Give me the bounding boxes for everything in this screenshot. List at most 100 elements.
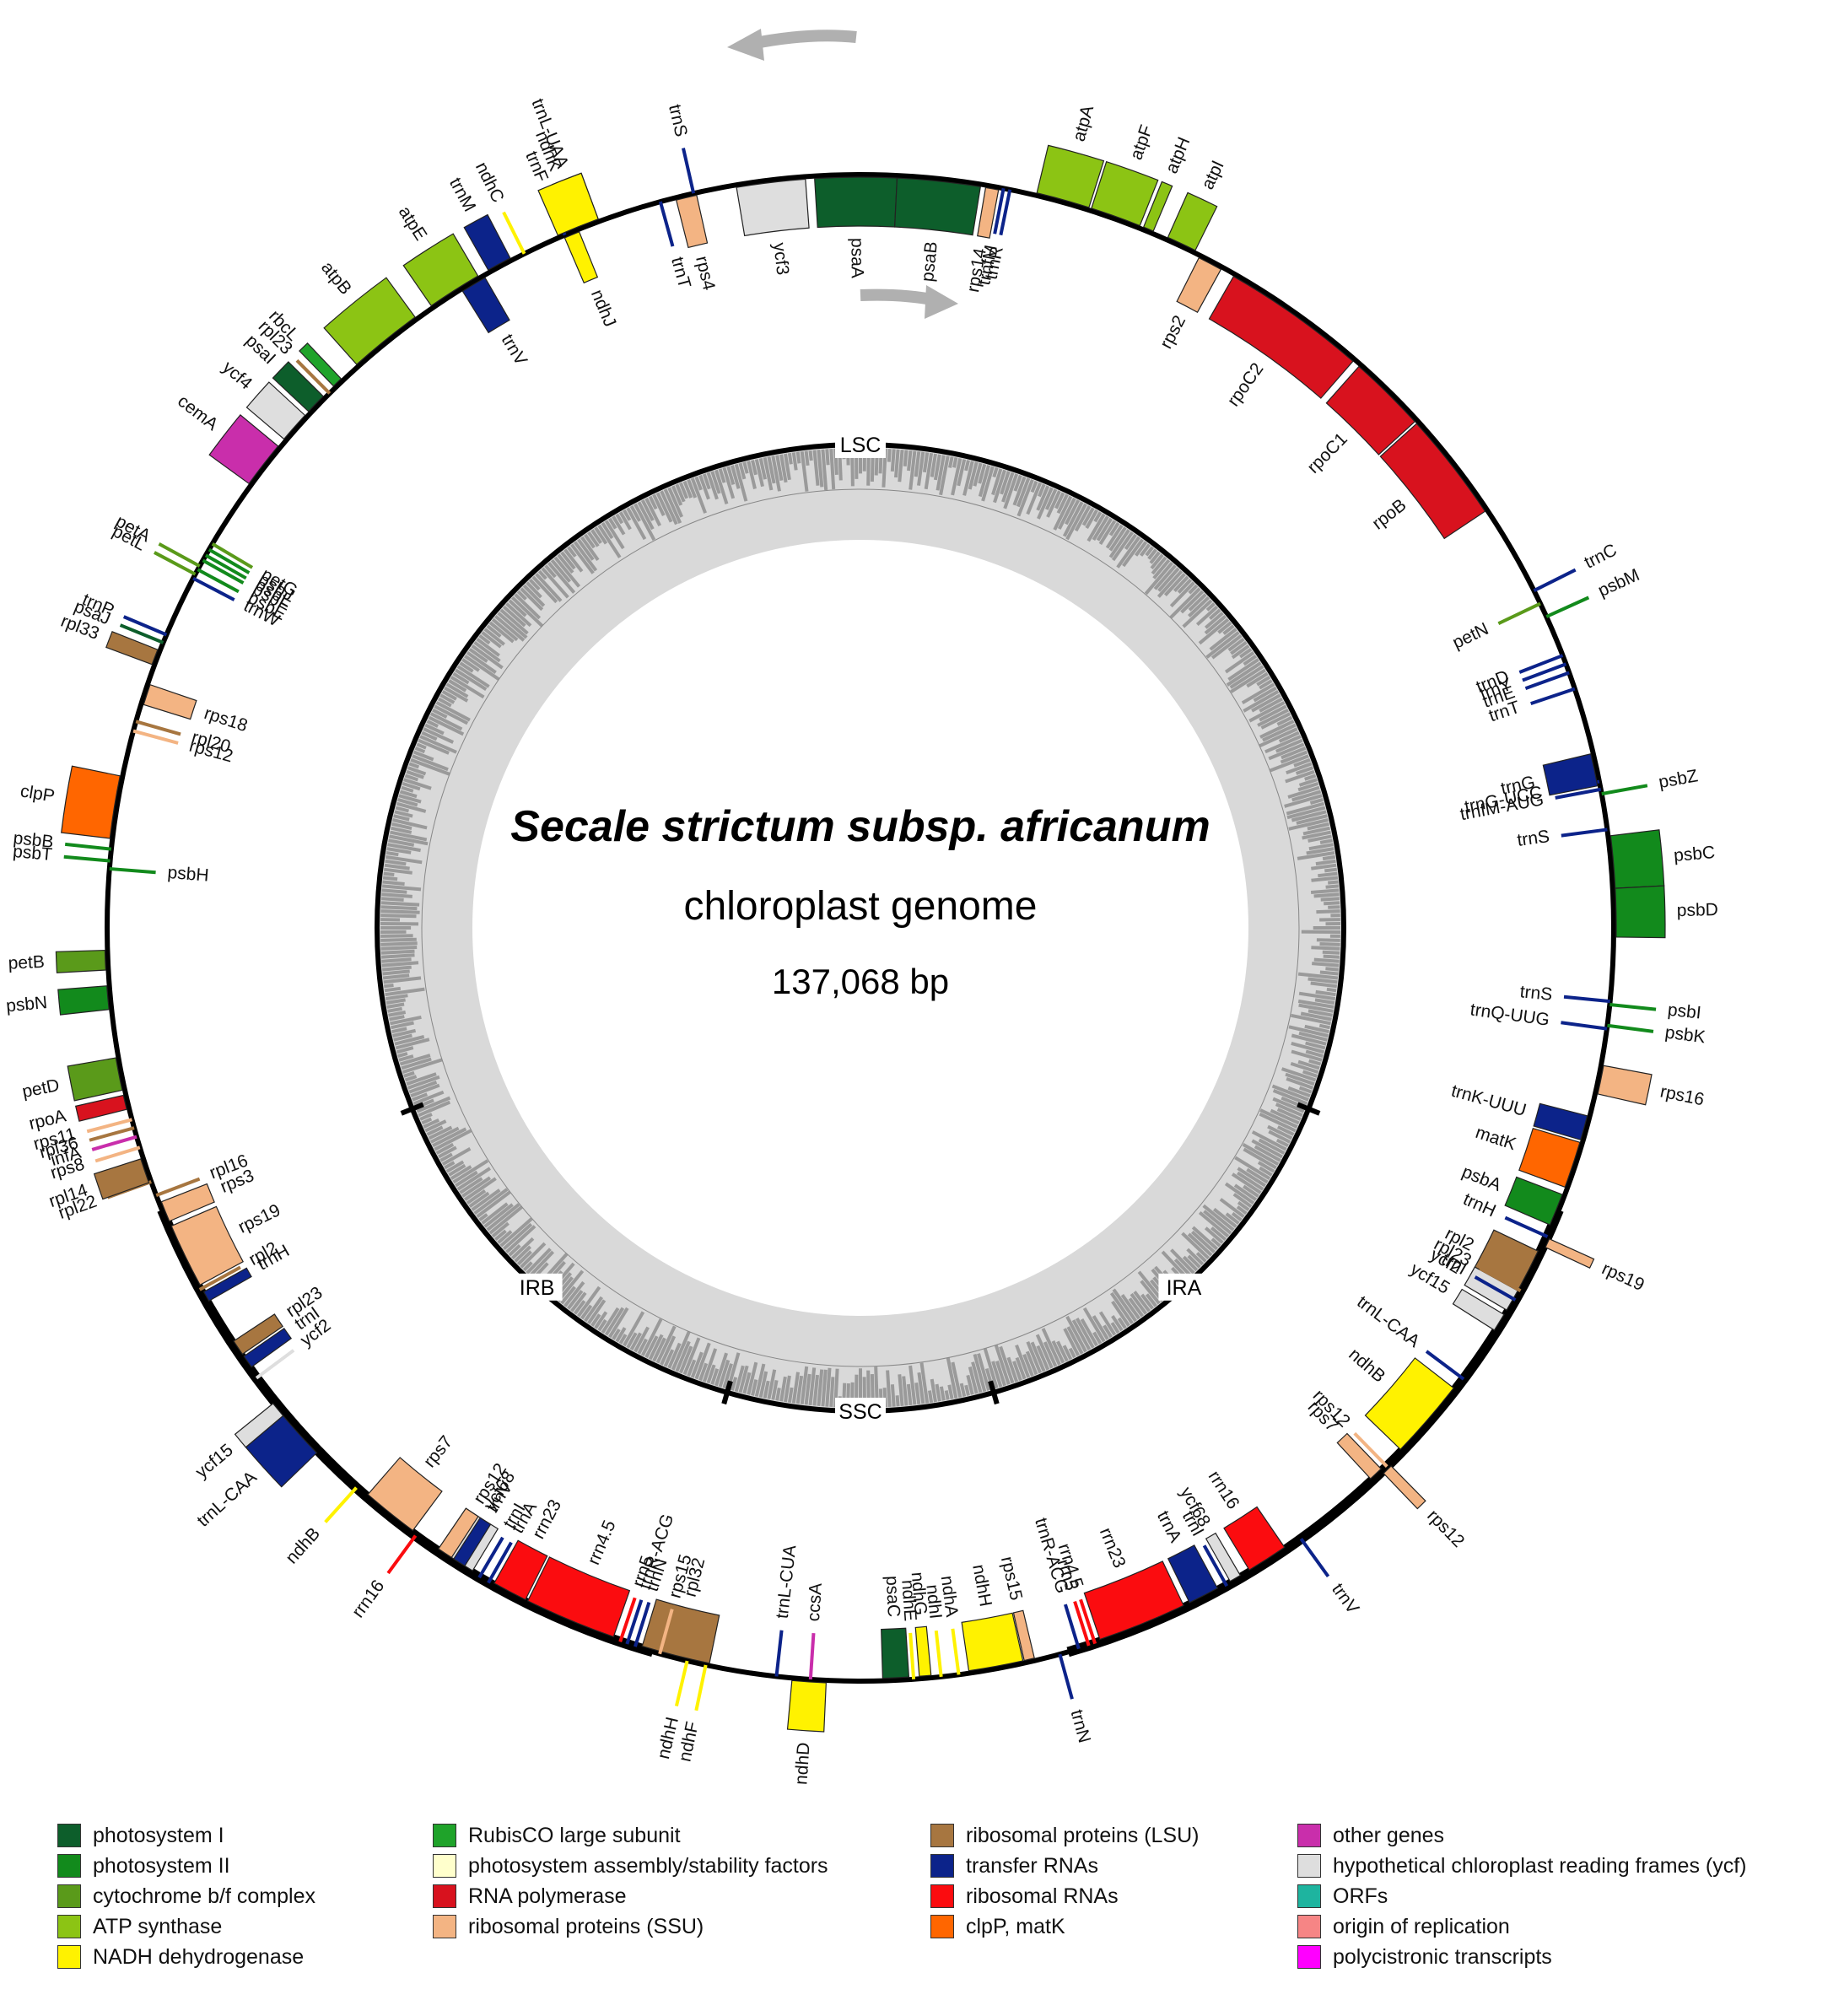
gene-ndhB: [1364, 1357, 1455, 1451]
gene-matK: [1518, 1127, 1581, 1189]
gene-ycf15: [1452, 1288, 1505, 1331]
gene-psbI: [1609, 1003, 1657, 1011]
gene-psaB: [894, 177, 981, 236]
gene-atpE: [402, 233, 479, 307]
gene-label: psbD: [1677, 900, 1718, 920]
gene-label: ycf15: [192, 1440, 237, 1482]
gene-trnD: [1518, 654, 1564, 674]
gene-label: ndhG: [908, 1571, 930, 1616]
region-boundary-tick: [1297, 1102, 1321, 1116]
svg-text:LSC: LSC: [840, 434, 882, 457]
gene-cemA: [208, 414, 279, 485]
gene-rbcL: [299, 342, 342, 387]
svg-text:IRA: IRA: [1167, 1276, 1202, 1300]
legend-label: hypothetical chloroplast reading frames …: [1333, 1854, 1747, 1878]
gene-ccsA: [808, 1633, 816, 1680]
legend-label: NADH dehydrogenase: [93, 1945, 305, 1969]
legend-swatch: [1297, 1915, 1321, 1938]
gene-trnL-CAA: [1425, 1350, 1465, 1381]
gene-trnS: [1561, 827, 1608, 838]
clockwise-arrowhead-icon: [925, 285, 958, 319]
gene-label: petN: [1449, 619, 1491, 653]
gene-trnI: [1474, 1275, 1517, 1302]
legend-item: ORFs: [1297, 1881, 1747, 1911]
gene-label: trnL-CAA: [1353, 1292, 1423, 1351]
gene-trnE: [1524, 671, 1570, 691]
gene-rps11: [86, 1118, 132, 1134]
legend-label: photosystem II: [93, 1854, 230, 1878]
gene-label: ndhH: [968, 1563, 995, 1609]
genome-circle: [105, 172, 1616, 1684]
gene-trnV: [1299, 1538, 1330, 1578]
gene-psbF: [202, 558, 245, 585]
gene-label: psaA: [847, 238, 866, 278]
gene-ndhI: [934, 1630, 943, 1678]
region-label-lsc: LSC: [835, 431, 886, 458]
gene-psbZ: [1601, 784, 1648, 796]
legend-label: ribosomal RNAs: [966, 1884, 1119, 1908]
gene-rps19: [170, 1205, 244, 1286]
gene-infA: [91, 1135, 137, 1151]
legend-item: NADH dehydrogenase: [57, 1942, 315, 1972]
gene-boxes: [55, 144, 1666, 1733]
legend-label: cytochrome b/f complex: [93, 1884, 315, 1908]
gc-midline: [421, 488, 1300, 1367]
gene-label: rrn16: [1205, 1468, 1243, 1513]
legend-swatch: [433, 1854, 456, 1878]
gene-clpP: [61, 765, 121, 839]
gene-trnS: [1563, 995, 1610, 1004]
gene-ndhB: [324, 1486, 358, 1523]
gene-label: trnS: [1519, 982, 1554, 1005]
gene-rps3: [160, 1183, 215, 1222]
legend-swatch: [1297, 1945, 1321, 1969]
legend-item: ribosomal proteins (SSU): [433, 1911, 828, 1942]
legend-label: ribosomal proteins (LSU): [966, 1824, 1200, 1847]
gene-trnN: [1058, 1653, 1074, 1700]
gene-label: trnN: [1066, 1707, 1094, 1744]
gene-rps12: [1383, 1465, 1426, 1510]
gene-rrn4.5: [526, 1556, 631, 1638]
gene-ycf15: [234, 1403, 284, 1448]
gene-trnI: [1202, 1544, 1229, 1587]
gene-trnQ-UUG: [1561, 1021, 1608, 1031]
gene-psbT: [63, 854, 111, 863]
gc-content-bars: [380, 447, 1341, 1409]
legend-swatch: [433, 1915, 456, 1938]
gene-trnA: [1167, 1544, 1219, 1604]
clockwise-arrow-icon: [860, 288, 938, 306]
region-boundary-tick: [988, 1380, 1000, 1405]
gene-label: ndhC: [472, 159, 508, 206]
gene-trnT: [1530, 687, 1576, 705]
gene-psaA: [814, 176, 898, 229]
gene-ndhF: [694, 1664, 708, 1711]
gene-rpoC1: [1325, 365, 1416, 455]
gene-label: trnM: [445, 175, 479, 215]
gene-petG: [211, 542, 254, 569]
gene-rpl23: [233, 1313, 283, 1356]
gene-petB: [55, 949, 107, 973]
gene-trnH: [202, 1267, 252, 1302]
gene-label: psbB: [13, 828, 55, 852]
gene-rps2: [1176, 256, 1222, 314]
gene-label: trnA: [1153, 1508, 1185, 1546]
svg-text:SSC: SSC: [838, 1400, 882, 1424]
gene-psbJ: [208, 547, 251, 574]
gene-rps16: [1597, 1065, 1653, 1106]
gene-label: rps19: [1599, 1259, 1647, 1295]
svg-text:IRB: IRB: [520, 1276, 555, 1300]
gene-atpB: [323, 277, 416, 365]
gene-ndhA: [951, 1628, 961, 1675]
legend-label: transfer RNAs: [966, 1854, 1098, 1878]
gene-trnI: [477, 1536, 504, 1579]
gene-atpI: [1167, 191, 1218, 251]
gene-atpF: [1091, 160, 1159, 227]
gene-label: ndhE: [898, 1579, 919, 1622]
gene-rps7: [1336, 1432, 1382, 1480]
gene-psbK: [1607, 1023, 1654, 1033]
gene-rps8: [94, 1145, 141, 1163]
legend-item: photosystem assembly/stability factors: [433, 1851, 828, 1881]
gene-label: psbM: [1595, 565, 1642, 601]
gene-ndhK: [537, 172, 599, 236]
gene-rps19: [1545, 1237, 1595, 1269]
